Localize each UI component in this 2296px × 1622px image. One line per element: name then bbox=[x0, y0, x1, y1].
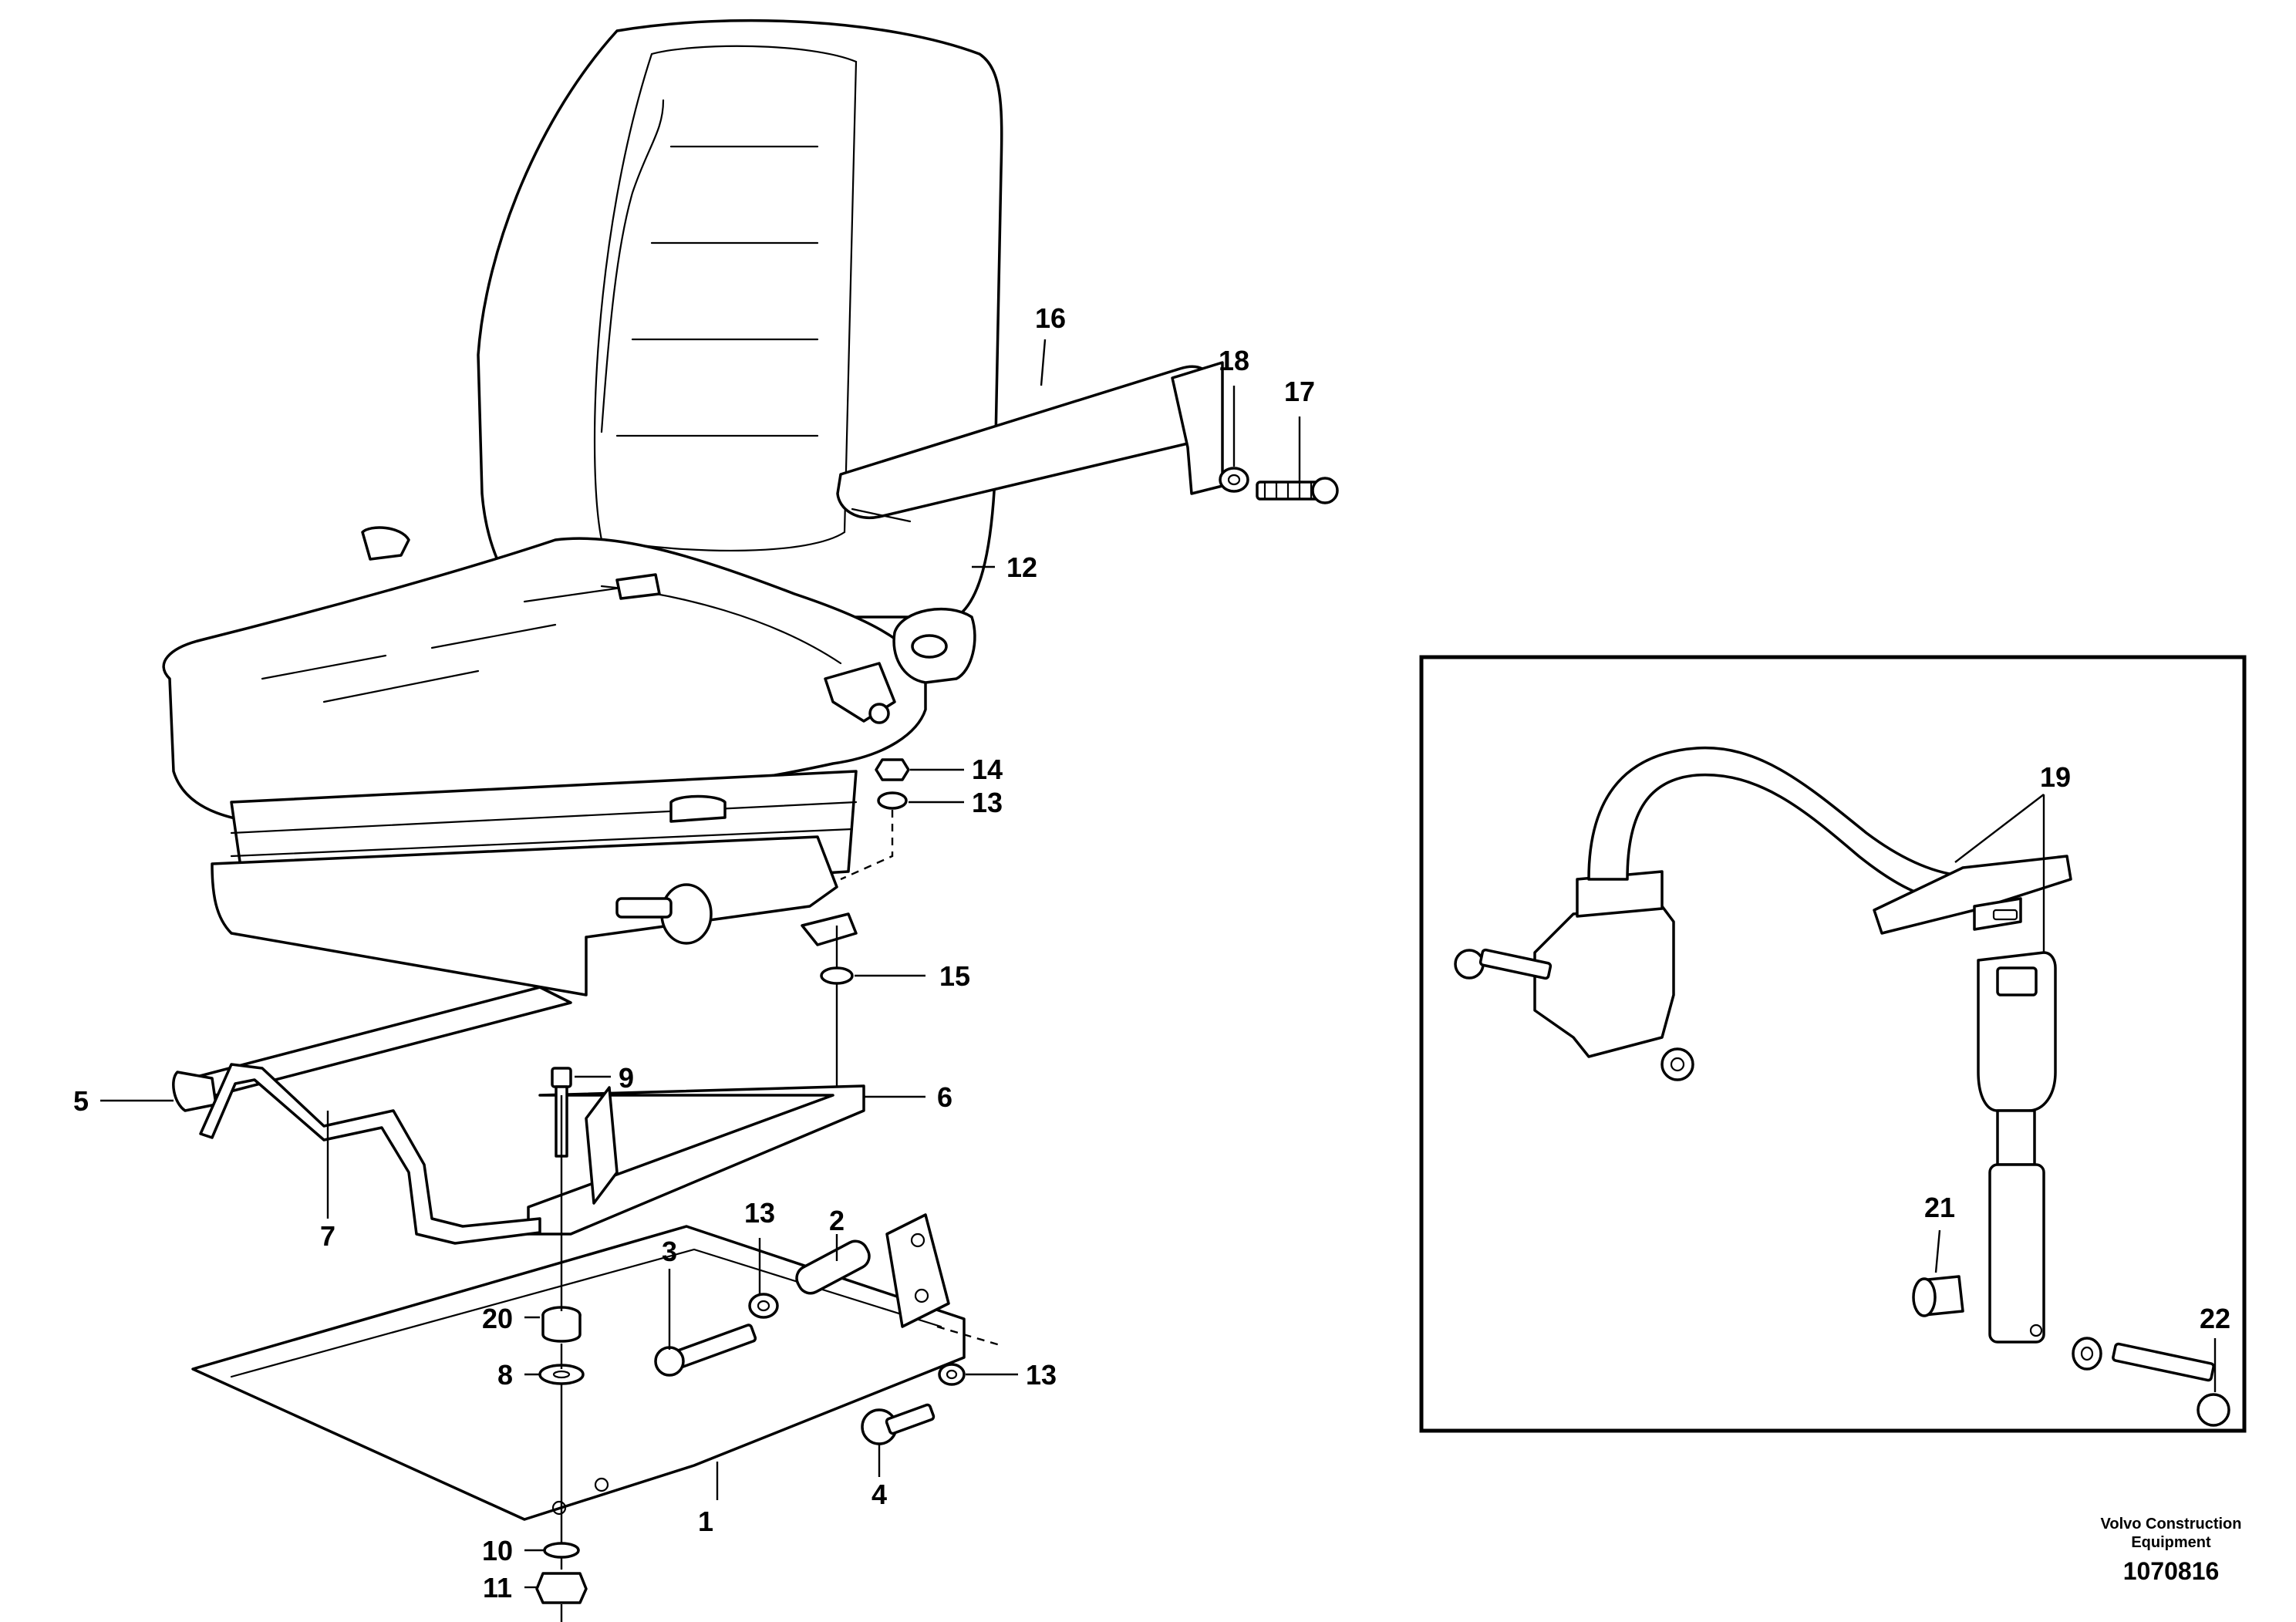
callout-20: 20 bbox=[482, 1303, 513, 1334]
buckle-bolt bbox=[2112, 1342, 2230, 1427]
bolt-9 bbox=[551, 1067, 572, 1158]
callout-13-top: 13 bbox=[972, 787, 1003, 818]
callout-19: 19 bbox=[2040, 761, 2071, 793]
callout-17: 17 bbox=[1284, 376, 1315, 407]
washer-10 bbox=[543, 1542, 580, 1559]
seat-belt-mount bbox=[600, 573, 976, 724]
armrest bbox=[836, 361, 1224, 523]
callout-2: 2 bbox=[829, 1205, 845, 1236]
bolt-3 bbox=[654, 1324, 757, 1377]
washer-15 bbox=[820, 966, 854, 985]
callout-16: 16 bbox=[1035, 302, 1066, 334]
callout-14: 14 bbox=[972, 754, 1003, 785]
callout-13-right: 13 bbox=[1026, 1359, 1057, 1391]
detail-inset-frame bbox=[1419, 655, 2247, 1433]
pivot-pin bbox=[795, 1239, 871, 1295]
callout-8: 8 bbox=[497, 1359, 513, 1391]
spacer-20 bbox=[541, 1306, 582, 1343]
callout-9: 9 bbox=[619, 1062, 634, 1094]
washer-13-mid bbox=[748, 1293, 779, 1319]
armrest-bolt bbox=[1256, 477, 1339, 504]
callout-22: 22 bbox=[2200, 1303, 2230, 1334]
callout-5: 5 bbox=[73, 1085, 89, 1117]
callout-12: 12 bbox=[1006, 551, 1037, 583]
brand-name-line2: Equipment bbox=[2131, 1534, 2211, 1551]
callout-7: 7 bbox=[320, 1220, 335, 1252]
seat-suspension bbox=[211, 770, 858, 996]
brand-name-line1: Volvo Construction bbox=[2101, 1516, 2242, 1533]
nut-11 bbox=[535, 1572, 588, 1604]
washer-13-right bbox=[938, 1363, 966, 1386]
callout-15: 15 bbox=[939, 960, 970, 992]
callout-18: 18 bbox=[1219, 345, 1249, 376]
seat-slide-rail bbox=[172, 986, 865, 1236]
adjustment-lever bbox=[199, 1063, 541, 1245]
armrest-washer bbox=[1219, 467, 1249, 493]
seat-belt-buckle bbox=[1977, 951, 2057, 1344]
callout-4: 4 bbox=[872, 1479, 887, 1510]
callout-leaders bbox=[100, 339, 1301, 1589]
callout-1: 1 bbox=[698, 1506, 713, 1537]
callout-13-mid: 13 bbox=[744, 1197, 775, 1229]
callout-3: 3 bbox=[662, 1236, 677, 1267]
seat-belt-strap bbox=[1587, 746, 2072, 935]
washer-13-top bbox=[877, 791, 908, 810]
callout-6: 6 bbox=[937, 1081, 952, 1113]
document-number: 1070816 bbox=[2123, 1557, 2220, 1585]
callout-11: 11 bbox=[483, 1572, 512, 1603]
inset-leaders bbox=[1934, 794, 2217, 1392]
nut-14 bbox=[875, 758, 910, 781]
seat-belt-retractor bbox=[1533, 870, 1675, 1058]
retractor-nut bbox=[1660, 1047, 1694, 1081]
bolt-4 bbox=[861, 1403, 936, 1445]
buckle-washer bbox=[2072, 1337, 2102, 1371]
retractor-bolt bbox=[1454, 948, 1553, 980]
buckle-spacer bbox=[1912, 1275, 1964, 1317]
callout-21: 21 bbox=[1924, 1192, 1955, 1223]
callout-10: 10 bbox=[482, 1535, 513, 1566]
seat-backrest bbox=[477, 19, 1003, 619]
